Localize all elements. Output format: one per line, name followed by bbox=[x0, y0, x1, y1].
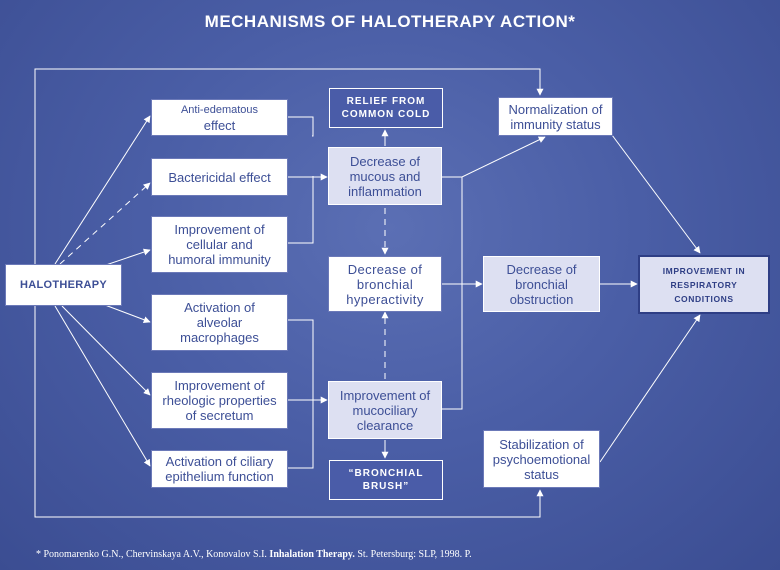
node-anti-edematous: Anti-edematous effect bbox=[151, 99, 288, 136]
node-decrease-hyperactivity: Decrease of bronchial hyperactivity bbox=[328, 256, 442, 312]
line-alveolar-join bbox=[288, 319, 314, 400]
node-decrease-obstruction: Decrease of bronchial obstruction bbox=[483, 256, 600, 312]
frame-top-line bbox=[34, 68, 544, 264]
node-improvement-respiratory: IMPROVEMENT IN RESPIRATORY CONDITIONS bbox=[638, 255, 770, 314]
footnote-book: Inhalation Therapy. bbox=[269, 549, 355, 560]
line-mucous-obstruction bbox=[442, 177, 463, 410]
node-stabilization-psycho: Stabilization of psychoemotional status bbox=[483, 430, 600, 488]
arrow-mucous-normal bbox=[442, 136, 546, 178]
node-rheologic: Improvement of rheologic properties of s… bbox=[151, 372, 288, 429]
node-halotherapy: HALOTHERAPY bbox=[5, 264, 122, 306]
line-ciliary-join bbox=[288, 400, 314, 469]
diagram-title: MECHANISMS OF HALOTHERAPY ACTION* bbox=[204, 12, 576, 31]
arrow-halo-ciliary bbox=[54, 305, 151, 467]
node-bactericidal: Bactericidal effect bbox=[151, 158, 288, 196]
node-normalization-immunity: Normalization of immunity status bbox=[498, 97, 613, 136]
node-immunity: Improvement of cellular and humoral immu… bbox=[151, 216, 288, 273]
line-immunity-join bbox=[288, 176, 314, 244]
frame-bottom-line bbox=[34, 306, 544, 518]
footnote-rest: St. Petersburg: SLP, 1998. P. bbox=[357, 549, 472, 560]
node-relief-common-cold: RELIEF FROM COMMON COLD bbox=[329, 88, 443, 128]
node-mucociliary-clearance: Improvement of mucociliary clearance bbox=[328, 381, 442, 439]
arrow-halo-rheologic bbox=[61, 305, 151, 396]
arrow-normal-final bbox=[611, 134, 701, 254]
arrow-anti-mucous bbox=[288, 116, 314, 137]
arrow-psycho-final bbox=[599, 314, 701, 463]
footnote-citation: * Ponomarenko G.N., Chervinskaya A.V., K… bbox=[36, 549, 472, 560]
node-bronchial-brush: “BRONCHIAL BRUSH” bbox=[329, 460, 443, 500]
node-alveolar: Activation of alveolar macrophages bbox=[151, 294, 288, 351]
node-ciliary: Activation of ciliary epithelium functio… bbox=[151, 450, 288, 488]
footnote-authors: * Ponomarenko G.N., Chervinskaya A.V., K… bbox=[36, 549, 267, 560]
node-decrease-mucous: Decrease of mucous and inflammation bbox=[328, 147, 442, 205]
arrow-halo-bactericidal bbox=[59, 182, 151, 265]
arrow-halo-anti bbox=[54, 115, 151, 265]
